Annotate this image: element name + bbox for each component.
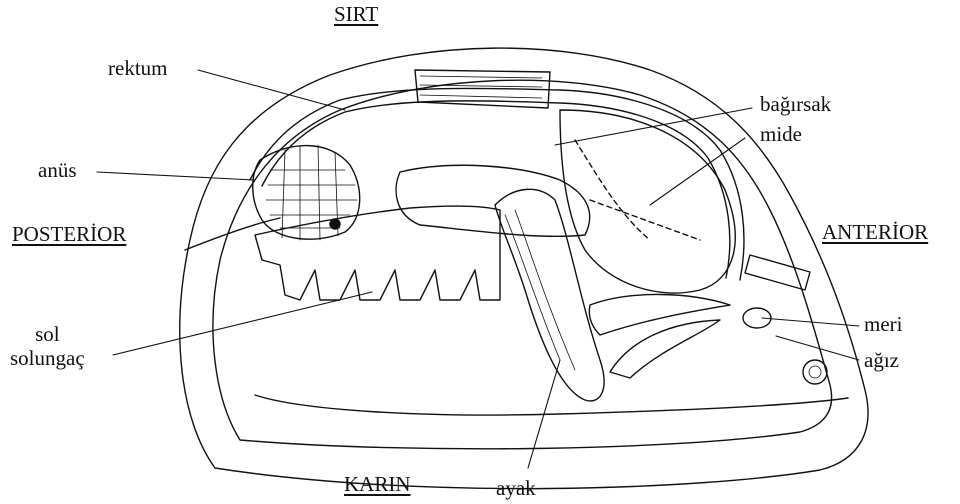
rectum-label: rektum — [108, 58, 167, 79]
left-gill-label-line2: solungaç — [10, 346, 85, 370]
mantle-outline — [213, 80, 832, 449]
posterior-label: POSTERİOR — [12, 224, 126, 245]
labial-palp — [589, 294, 730, 335]
foot — [495, 189, 604, 401]
stomach-label: mide — [760, 124, 802, 145]
intestine-label: bağırsak — [760, 94, 831, 115]
left-gill-label: sol solungaç — [10, 322, 85, 370]
leader-lines — [97, 70, 859, 468]
anus-label: anüs — [38, 160, 77, 181]
visceral-mass — [396, 165, 590, 236]
mouth-label: ağız — [864, 350, 899, 371]
posterior-adductor — [253, 146, 360, 240]
dorsal-label: SIRT — [334, 4, 378, 25]
gonad-label: meri — [864, 314, 902, 335]
left-gill-label-line1: sol — [10, 322, 85, 346]
ventral-label: KARIN — [344, 474, 411, 495]
anus-opening — [330, 219, 340, 229]
left-gill — [255, 206, 500, 300]
foot-label: ayak — [496, 478, 536, 499]
shell-margin — [255, 395, 848, 415]
ganglion — [803, 360, 827, 384]
anterior-label: ANTERİOR — [822, 222, 928, 243]
